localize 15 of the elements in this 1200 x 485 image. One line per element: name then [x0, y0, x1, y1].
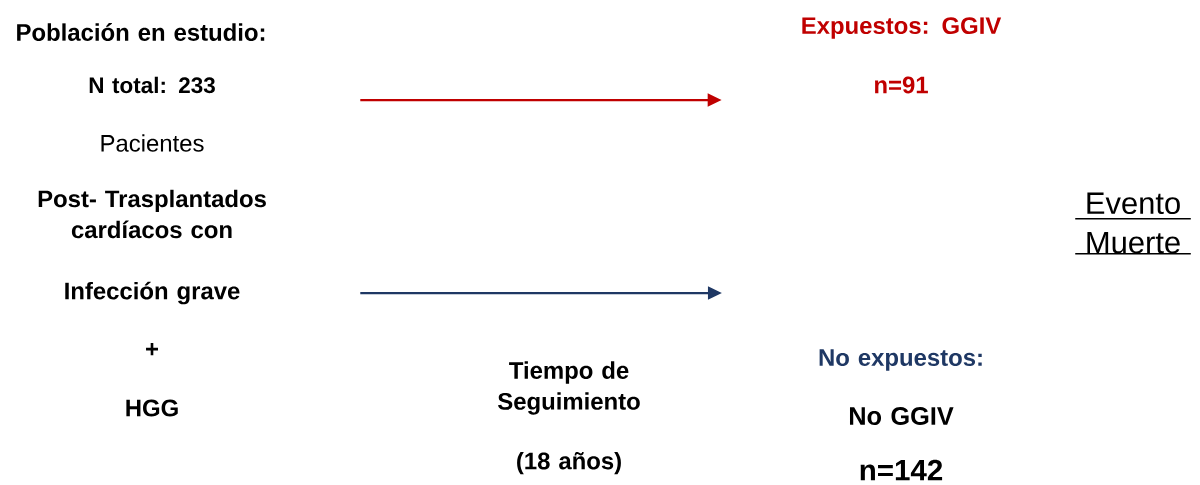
node-text: N total: 233: [89, 76, 215, 94]
node-text: No GGIV: [850, 407, 954, 425]
node-text: Población en estudio:: [17, 23, 265, 41]
node-text: No expuestos:: [819, 349, 982, 371]
node-text: Infección grave: [65, 281, 240, 305]
node-text: Post- Trasplantados cardíacos con: [38, 189, 266, 239]
node-text: n=91: [875, 76, 928, 94]
label: Tiempo de Seguimiento: [498, 361, 640, 415]
node-text: +: [146, 343, 158, 356]
node-text: n=142: [860, 459, 943, 481]
underlined-label: Evento Muerte: [1074, 192, 1192, 255]
node-text: HGG: [126, 399, 178, 417]
node-text: Expuestos: GGIV: [802, 17, 1002, 39]
node-text: Pacientes: [101, 134, 204, 152]
label: (18 años): [517, 451, 621, 475]
